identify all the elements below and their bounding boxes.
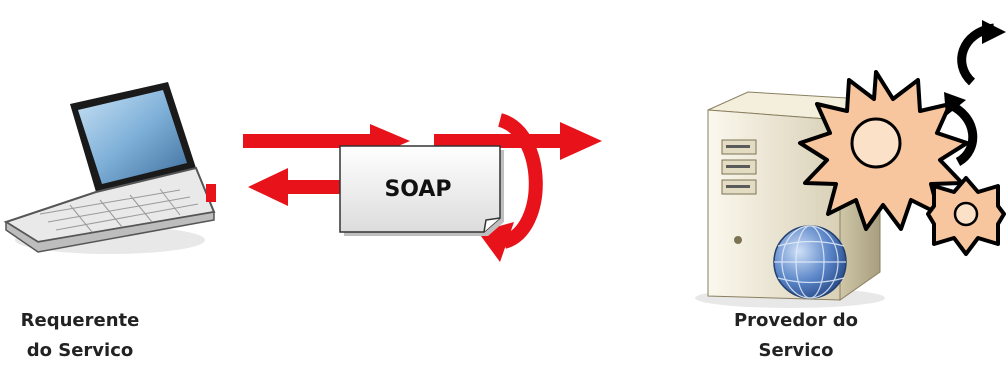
requester-label-line2: do Servico — [0, 336, 160, 366]
gear-small-icon — [928, 178, 1004, 254]
rotate-arrow-head — [982, 20, 1006, 44]
soap-label: SOAP — [384, 177, 451, 202]
globe-icon — [774, 226, 846, 298]
connector-mark — [206, 184, 216, 202]
laptop-icon — [6, 82, 214, 254]
soap-document: SOAP — [340, 146, 504, 236]
provider-label-line2: Servico — [706, 336, 886, 366]
requester-label-line1: Requerente — [0, 306, 160, 336]
response-arrow — [248, 168, 340, 206]
requester-label: Requerente do Servico — [0, 306, 160, 366]
provider-label: Provedor do Servico — [706, 306, 886, 366]
provider-label-line1: Provedor do — [706, 306, 886, 336]
